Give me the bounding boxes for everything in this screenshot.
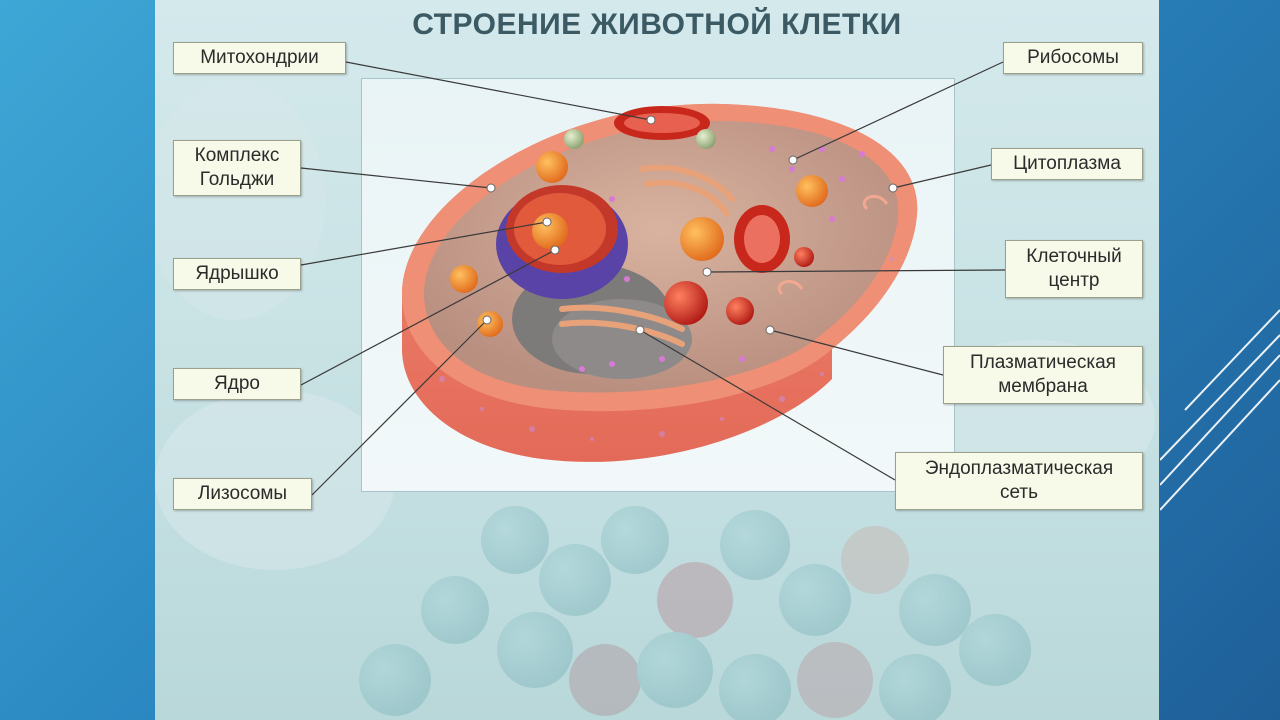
label-plasma-membrane: Плазматическая мембрана [943,346,1143,404]
label-membrane-line1: Плазматическая [970,352,1116,373]
label-er-line1: Эндоплазматическая [924,458,1114,479]
label-lysosomes: Лизосомы [173,478,312,510]
label-endoplasmic-reticulum: Эндоплазматическая сеть [895,452,1143,510]
label-golgi-line2: Гольджи [199,169,275,190]
animal-cell-illustration [402,103,918,462]
decorative-diagonal-lines [1160,309,1280,511]
label-ribosomes: Рибосомы [1003,42,1143,74]
label-cytoplasm: Цитоплазма [991,148,1143,180]
label-cell-center-line1: Клеточный [1026,246,1122,267]
label-golgi-line1: Комплекс [194,145,280,166]
label-membrane-line2: мембрана [998,376,1088,397]
label-er-line2: сеть [999,482,1039,503]
label-golgi-complex: Комплекс Гольджи [173,140,301,196]
label-nucleus: Ядро [173,368,301,400]
cell-illustration-panel [361,78,955,492]
page-title: СТРОЕНИЕ ЖИВОТНОЙ КЛЕТКИ [412,8,902,41]
label-nucleolus: Ядрышко [173,258,301,290]
slide: СТРОЕНИЕ ЖИВОТНОЙ КЛЕТКИ [155,0,1159,720]
label-mitochondria: Митохондрии [173,42,346,74]
label-cell-center: Клеточный центр [1005,240,1143,298]
label-cell-center-line2: центр [1048,270,1100,291]
